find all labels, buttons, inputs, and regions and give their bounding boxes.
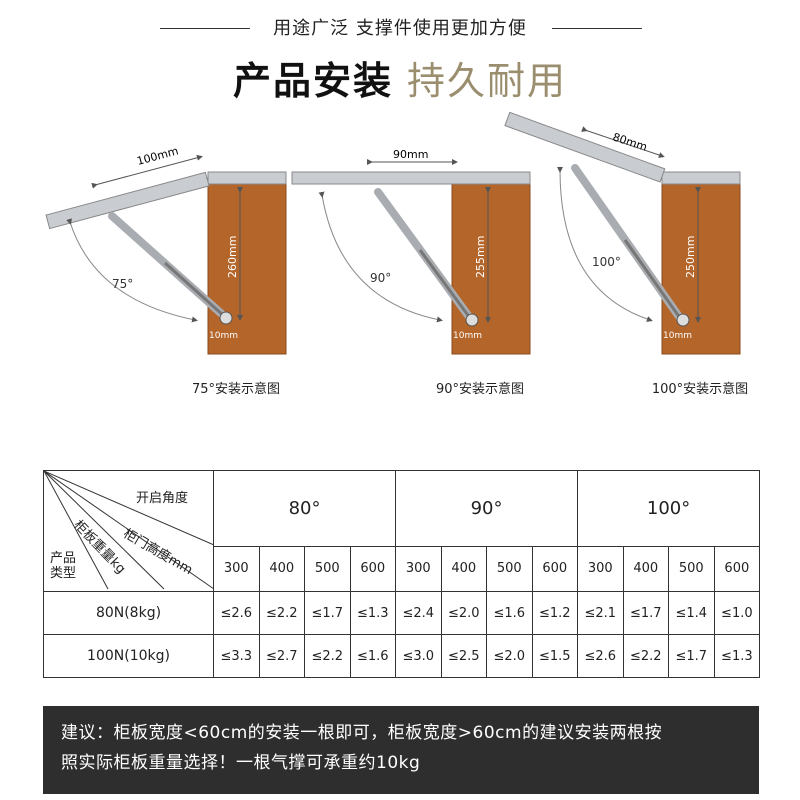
table-cell: ≤2.2 <box>258 591 305 635</box>
caption-90: 90°安装示意图 <box>435 382 525 397</box>
installation-note: 建议：柜板宽度<60cm的安装一根即可，柜板宽度>60cm的建议安装两根按 照实… <box>43 706 759 794</box>
note-line-2: 照实际柜板重量选择！一根气撑可承重约10kg <box>61 753 421 773</box>
angle-label: 75° <box>112 277 133 291</box>
height-header: 300 <box>213 545 260 593</box>
height-label: 255mm <box>474 236 487 278</box>
angle-label: 100° <box>592 255 621 269</box>
table-cell: ≤2.0 <box>440 591 488 635</box>
offset-label: 10mm <box>453 331 482 341</box>
cabinet-side-panel <box>207 181 287 355</box>
height-header: 400 <box>440 545 488 593</box>
table-cell: ≤2.5 <box>440 634 488 678</box>
title-accent: 持久耐用 <box>407 59 568 103</box>
width-dimension <box>91 154 203 189</box>
cabinet-top-board <box>207 171 287 185</box>
table-cell: ≤2.6 <box>577 634 624 678</box>
height-header: 600 <box>531 545 579 593</box>
table-cell: ≤1.2 <box>531 591 579 635</box>
table-cell: ≤2.7 <box>258 634 305 678</box>
table-cell: ≤1.0 <box>713 591 761 635</box>
table-cell: ≤2.1 <box>577 591 624 635</box>
open-door-panel <box>45 171 210 230</box>
table-cell: ≤2.6 <box>213 591 260 635</box>
height-label: 260mm <box>226 236 239 278</box>
title-main: 产品安装 <box>232 59 393 103</box>
spec-table: 开启角度 柜门高度mm 柜板重量kg 产品 类型 80° 90° 100° 30… <box>43 470 761 678</box>
table-cell: ≤1.4 <box>668 591 715 635</box>
opening-arc <box>66 218 198 323</box>
height-header: 300 <box>395 545 442 593</box>
table-row: 80N(8kg) ≤2.6 ≤2.2 ≤1.7 ≤1.3 ≤2.4 ≤2.0 ≤… <box>43 591 761 635</box>
installation-diagrams: 100mm 260mm 75° 10mm 90mm 255mm 90° 10mm… <box>45 111 741 355</box>
table-cell: ≤1.7 <box>668 634 715 678</box>
corner-diagonals <box>44 471 213 590</box>
caption-100: 100°安装示意图 <box>651 382 749 397</box>
table-cell: ≤3.0 <box>395 634 442 678</box>
offset-label: 10mm <box>209 331 238 341</box>
height-header: 400 <box>258 545 305 593</box>
diagram-90: 90mm 255mm 90° 10mm <box>291 148 531 355</box>
strut-pivot <box>465 313 479 327</box>
caption-75: 75°安装示意图 <box>191 382 281 397</box>
table-cell: ≤2.2 <box>304 634 351 678</box>
height-header: 600 <box>349 545 397 593</box>
table-cell: ≤2.4 <box>395 591 442 635</box>
header-right-rule <box>552 28 642 29</box>
height-header: 600 <box>713 545 761 593</box>
height-header: 400 <box>622 545 670 593</box>
height-header: 500 <box>486 545 533 593</box>
cabinet-side-panel <box>661 181 741 355</box>
open-door-panel <box>291 171 531 185</box>
strut-pivot <box>676 313 690 327</box>
angle-header: 100° <box>577 470 761 547</box>
height-header: 500 <box>304 545 351 593</box>
table-cell: ≤2.2 <box>622 634 670 678</box>
table-corner-header: 开启角度 柜门高度mm 柜板重量kg 产品 类型 <box>43 470 214 592</box>
note-line-1: 建议：柜板宽度<60cm的安装一根即可，柜板宽度>60cm的建议安装两根按 <box>61 723 663 743</box>
table-cell: ≤1.3 <box>713 634 761 678</box>
row-label: 80N(8kg) <box>43 591 214 635</box>
angle-header: 80° <box>212 470 397 547</box>
corner-product-type-label: 产品 类型 <box>50 551 77 581</box>
width-dimension <box>581 126 665 158</box>
angle-header: 90° <box>395 470 579 547</box>
table-cell: ≤1.7 <box>304 591 351 635</box>
table-cell: ≤1.5 <box>531 634 579 678</box>
height-header: 500 <box>668 545 715 593</box>
diagram-75: 100mm 260mm 75° 10mm <box>45 144 287 355</box>
table-cell: ≤1.7 <box>622 591 670 635</box>
page-title: 产品安装持久耐用 <box>0 50 800 105</box>
cabinet-side-panel <box>451 181 531 355</box>
width-label: 90mm <box>393 148 428 161</box>
table-cell: ≤1.3 <box>349 591 397 635</box>
row-label: 100N(10kg) <box>43 634 214 678</box>
diagram-100: 80mm 250mm 100° 10mm <box>504 111 741 355</box>
height-header: 300 <box>577 545 624 593</box>
table-cell: ≤1.6 <box>486 591 533 635</box>
table-cell: ≤1.6 <box>349 634 397 678</box>
height-label: 250mm <box>684 236 697 278</box>
offset-label: 10mm <box>663 331 692 341</box>
strut-pivot <box>219 311 233 325</box>
angle-label: 90° <box>370 271 391 285</box>
opening-arc <box>556 166 653 322</box>
table-cell: ≤2.0 <box>486 634 533 678</box>
table-row: 100N(10kg) ≤3.3 ≤2.7 ≤2.2 ≤1.6 ≤3.0 ≤2.5… <box>43 634 761 678</box>
width-label: 80mm <box>611 130 649 153</box>
opening-arc <box>318 191 443 323</box>
cabinet-top-board <box>661 171 741 185</box>
header-left-rule <box>160 28 250 29</box>
header-subtitle: 用途广泛 支撑件使用更加方便 <box>273 18 527 39</box>
table-cell: ≤3.3 <box>213 634 260 678</box>
corner-angle-label: 开启角度 <box>136 491 189 506</box>
